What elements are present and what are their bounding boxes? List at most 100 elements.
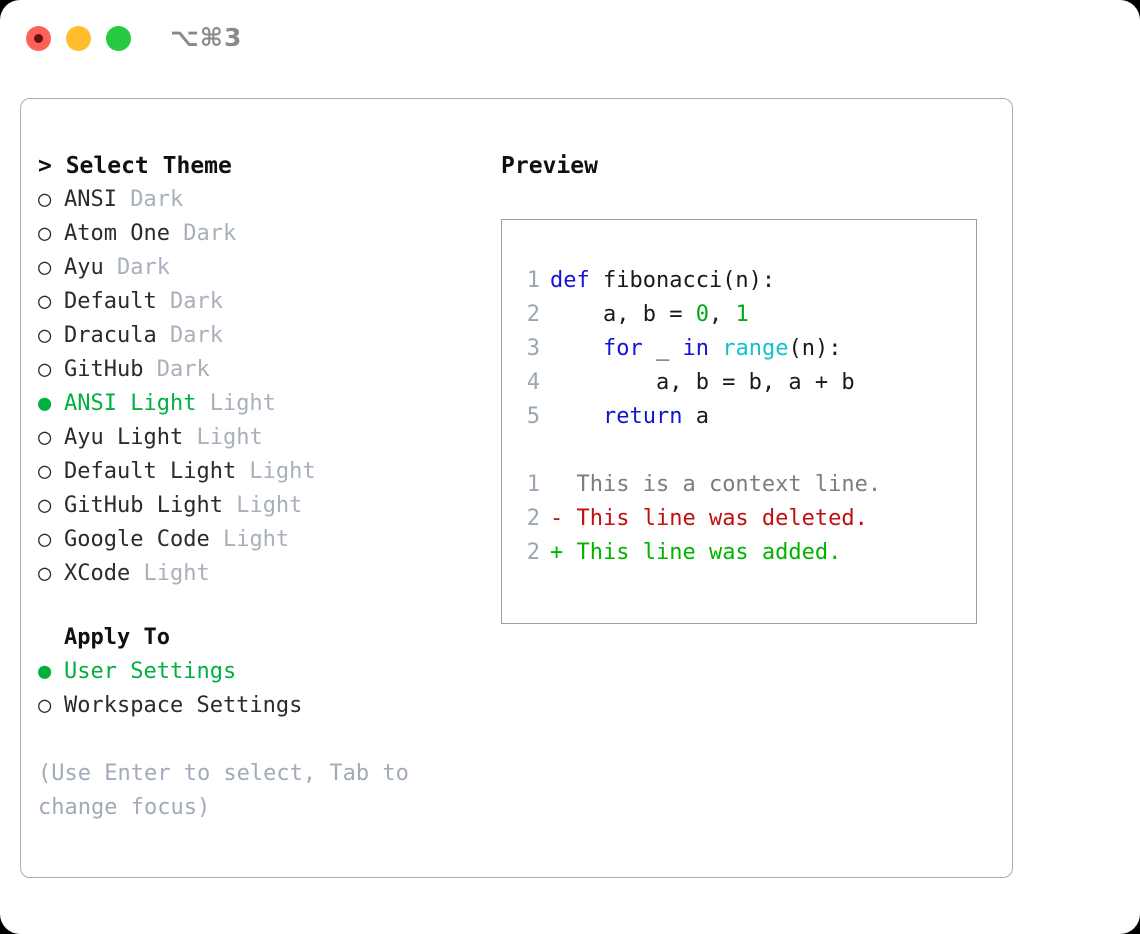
theme-list-item[interactable]: ○ ANSI Dark <box>38 183 488 217</box>
code-line: 3 for _ in range(n): <box>516 332 976 366</box>
theme-variant-badge: Light <box>196 391 276 416</box>
settings-panel: > Select Theme ○ANSI Dark○Atom One Dark○… <box>20 98 1013 878</box>
keyboard-shortcut-label: ⌥⌘3 <box>170 23 243 52</box>
theme-list-item[interactable]: ○GitHub Light Light <box>38 489 488 523</box>
apply-to-label: User Settings <box>64 659 237 684</box>
theme-list-item[interactable]: ○ Dracula Dark <box>38 319 488 353</box>
code-token: 1 <box>735 302 749 327</box>
theme-name: Default <box>64 289 157 314</box>
line-number: 1 <box>526 268 540 293</box>
apply-to-label: Workspace Settings <box>64 693 303 718</box>
diff-text: This line was added. <box>563 540 842 565</box>
radio-unselected-icon: ○ <box>38 693 52 718</box>
code-token: _ <box>642 336 683 361</box>
radio-unselected-icon: ○ <box>38 459 52 484</box>
theme-variant-badge: Light <box>236 459 316 484</box>
diff-line: 2 + This line was added. <box>516 536 976 570</box>
code-token: in <box>682 336 709 361</box>
code-token: def <box>550 268 603 293</box>
theme-name: GitHub <box>64 357 144 382</box>
diff-sign <box>550 472 563 497</box>
diff-text: This is a context line. <box>563 472 882 497</box>
title-bar: ⌥⌘3 <box>0 0 1140 78</box>
close-button[interactable] <box>26 26 51 51</box>
theme-list-item[interactable]: ○ Atom One Dark <box>38 217 488 251</box>
theme-list-item[interactable]: ○Google Code Light <box>38 523 488 557</box>
radio-unselected-icon: ○ <box>38 323 52 348</box>
code-token: , <box>708 302 736 327</box>
radio-unselected-icon: ○ <box>38 289 52 314</box>
line-number: 5 <box>526 404 540 429</box>
theme-variant-badge: Dark <box>103 255 170 280</box>
code-line: 4 a, b = b, a + b <box>516 366 976 400</box>
radio-unselected-icon: ○ <box>38 527 52 552</box>
radio-unselected-icon: ○ <box>38 187 52 212</box>
apply-to-list[interactable]: ●User Settings ○ Workspace Settings <box>38 655 488 723</box>
code-diff-gap <box>516 434 976 468</box>
theme-name: Google Code <box>64 527 210 552</box>
theme-variant-badge: Light <box>183 425 263 450</box>
theme-variant-badge: Dark <box>156 323 223 348</box>
theme-name: Ayu <box>64 255 104 280</box>
window-controls <box>26 26 131 51</box>
theme-list-item[interactable]: ○XCode Light <box>38 557 488 591</box>
keyboard-hint: (Use Enter to select, Tab to change focu… <box>38 761 409 820</box>
apply-to-item[interactable]: ●User Settings <box>38 655 488 689</box>
code-token: a, b = b, a + b <box>550 370 855 395</box>
code-token: for <box>602 336 643 361</box>
theme-picker-column: > Select Theme ○ANSI Dark○Atom One Dark○… <box>38 149 488 825</box>
theme-list-item[interactable]: ○Ayu Dark <box>38 251 488 285</box>
theme-variant-badge: Light <box>222 493 303 518</box>
theme-name: Dracula <box>64 323 157 348</box>
code-token: return <box>602 404 683 429</box>
radio-unselected-icon: ○ <box>38 357 52 382</box>
diff-line: 2- This line was deleted. <box>516 502 976 536</box>
theme-name: ANSI <box>64 187 117 212</box>
theme-name: ANSI Light <box>64 391 197 416</box>
theme-variant-badge: Dark <box>169 221 237 246</box>
theme-variant-badge: Light <box>130 561 210 586</box>
theme-variant-badge: Dark <box>116 187 184 212</box>
line-number: 2 <box>526 540 540 565</box>
apply-to-item[interactable]: ○ Workspace Settings <box>38 689 488 723</box>
code-token <box>550 336 603 361</box>
code-token <box>550 404 603 429</box>
line-number: 3 <box>526 336 540 361</box>
code-token: 0 <box>695 302 709 327</box>
theme-name: Default Light <box>64 459 237 484</box>
theme-list-item[interactable]: ●ANSI Light Light <box>38 387 488 421</box>
diff-sign: + <box>550 540 564 565</box>
line-number: 4 <box>526 370 540 395</box>
code-token: a <box>682 404 709 429</box>
diff-sign: - <box>550 506 564 531</box>
radio-unselected-icon: ○ <box>38 425 52 450</box>
theme-name: GitHub Light <box>64 493 223 518</box>
code-token: a, b = <box>550 302 696 327</box>
theme-name: Ayu Light <box>64 425 184 450</box>
minimize-button[interactable] <box>66 26 91 51</box>
theme-list-item[interactable]: ○GitHub Dark <box>38 353 488 387</box>
apply-to-heading: Apply To <box>64 625 170 650</box>
theme-list-item[interactable]: ○ Ayu Light Light <box>38 421 488 455</box>
theme-list-item[interactable]: ○ Default Light Light <box>38 455 488 489</box>
theme-name: Atom One <box>64 221 170 246</box>
theme-list-item[interactable]: ○Default Dark <box>38 285 488 319</box>
code-token: range <box>722 336 789 361</box>
line-number: 1 <box>526 472 540 497</box>
code-token <box>709 336 722 361</box>
diff-line: 1 This is a context line. <box>516 468 976 502</box>
select-theme-heading: > Select Theme <box>38 153 232 179</box>
diff-text: This line was deleted. <box>563 506 868 531</box>
theme-list[interactable]: ○ANSI Dark○Atom One Dark○Ayu Dark○Defaul… <box>38 183 488 591</box>
maximize-button[interactable] <box>106 26 131 51</box>
theme-name: XCode <box>64 561 131 586</box>
code-line: 5 return a <box>516 400 976 434</box>
radio-unselected-icon: ○ <box>38 221 52 246</box>
diff-sample: 1 This is a context line.2- This line wa… <box>516 468 976 570</box>
line-number: 2 <box>526 302 540 327</box>
